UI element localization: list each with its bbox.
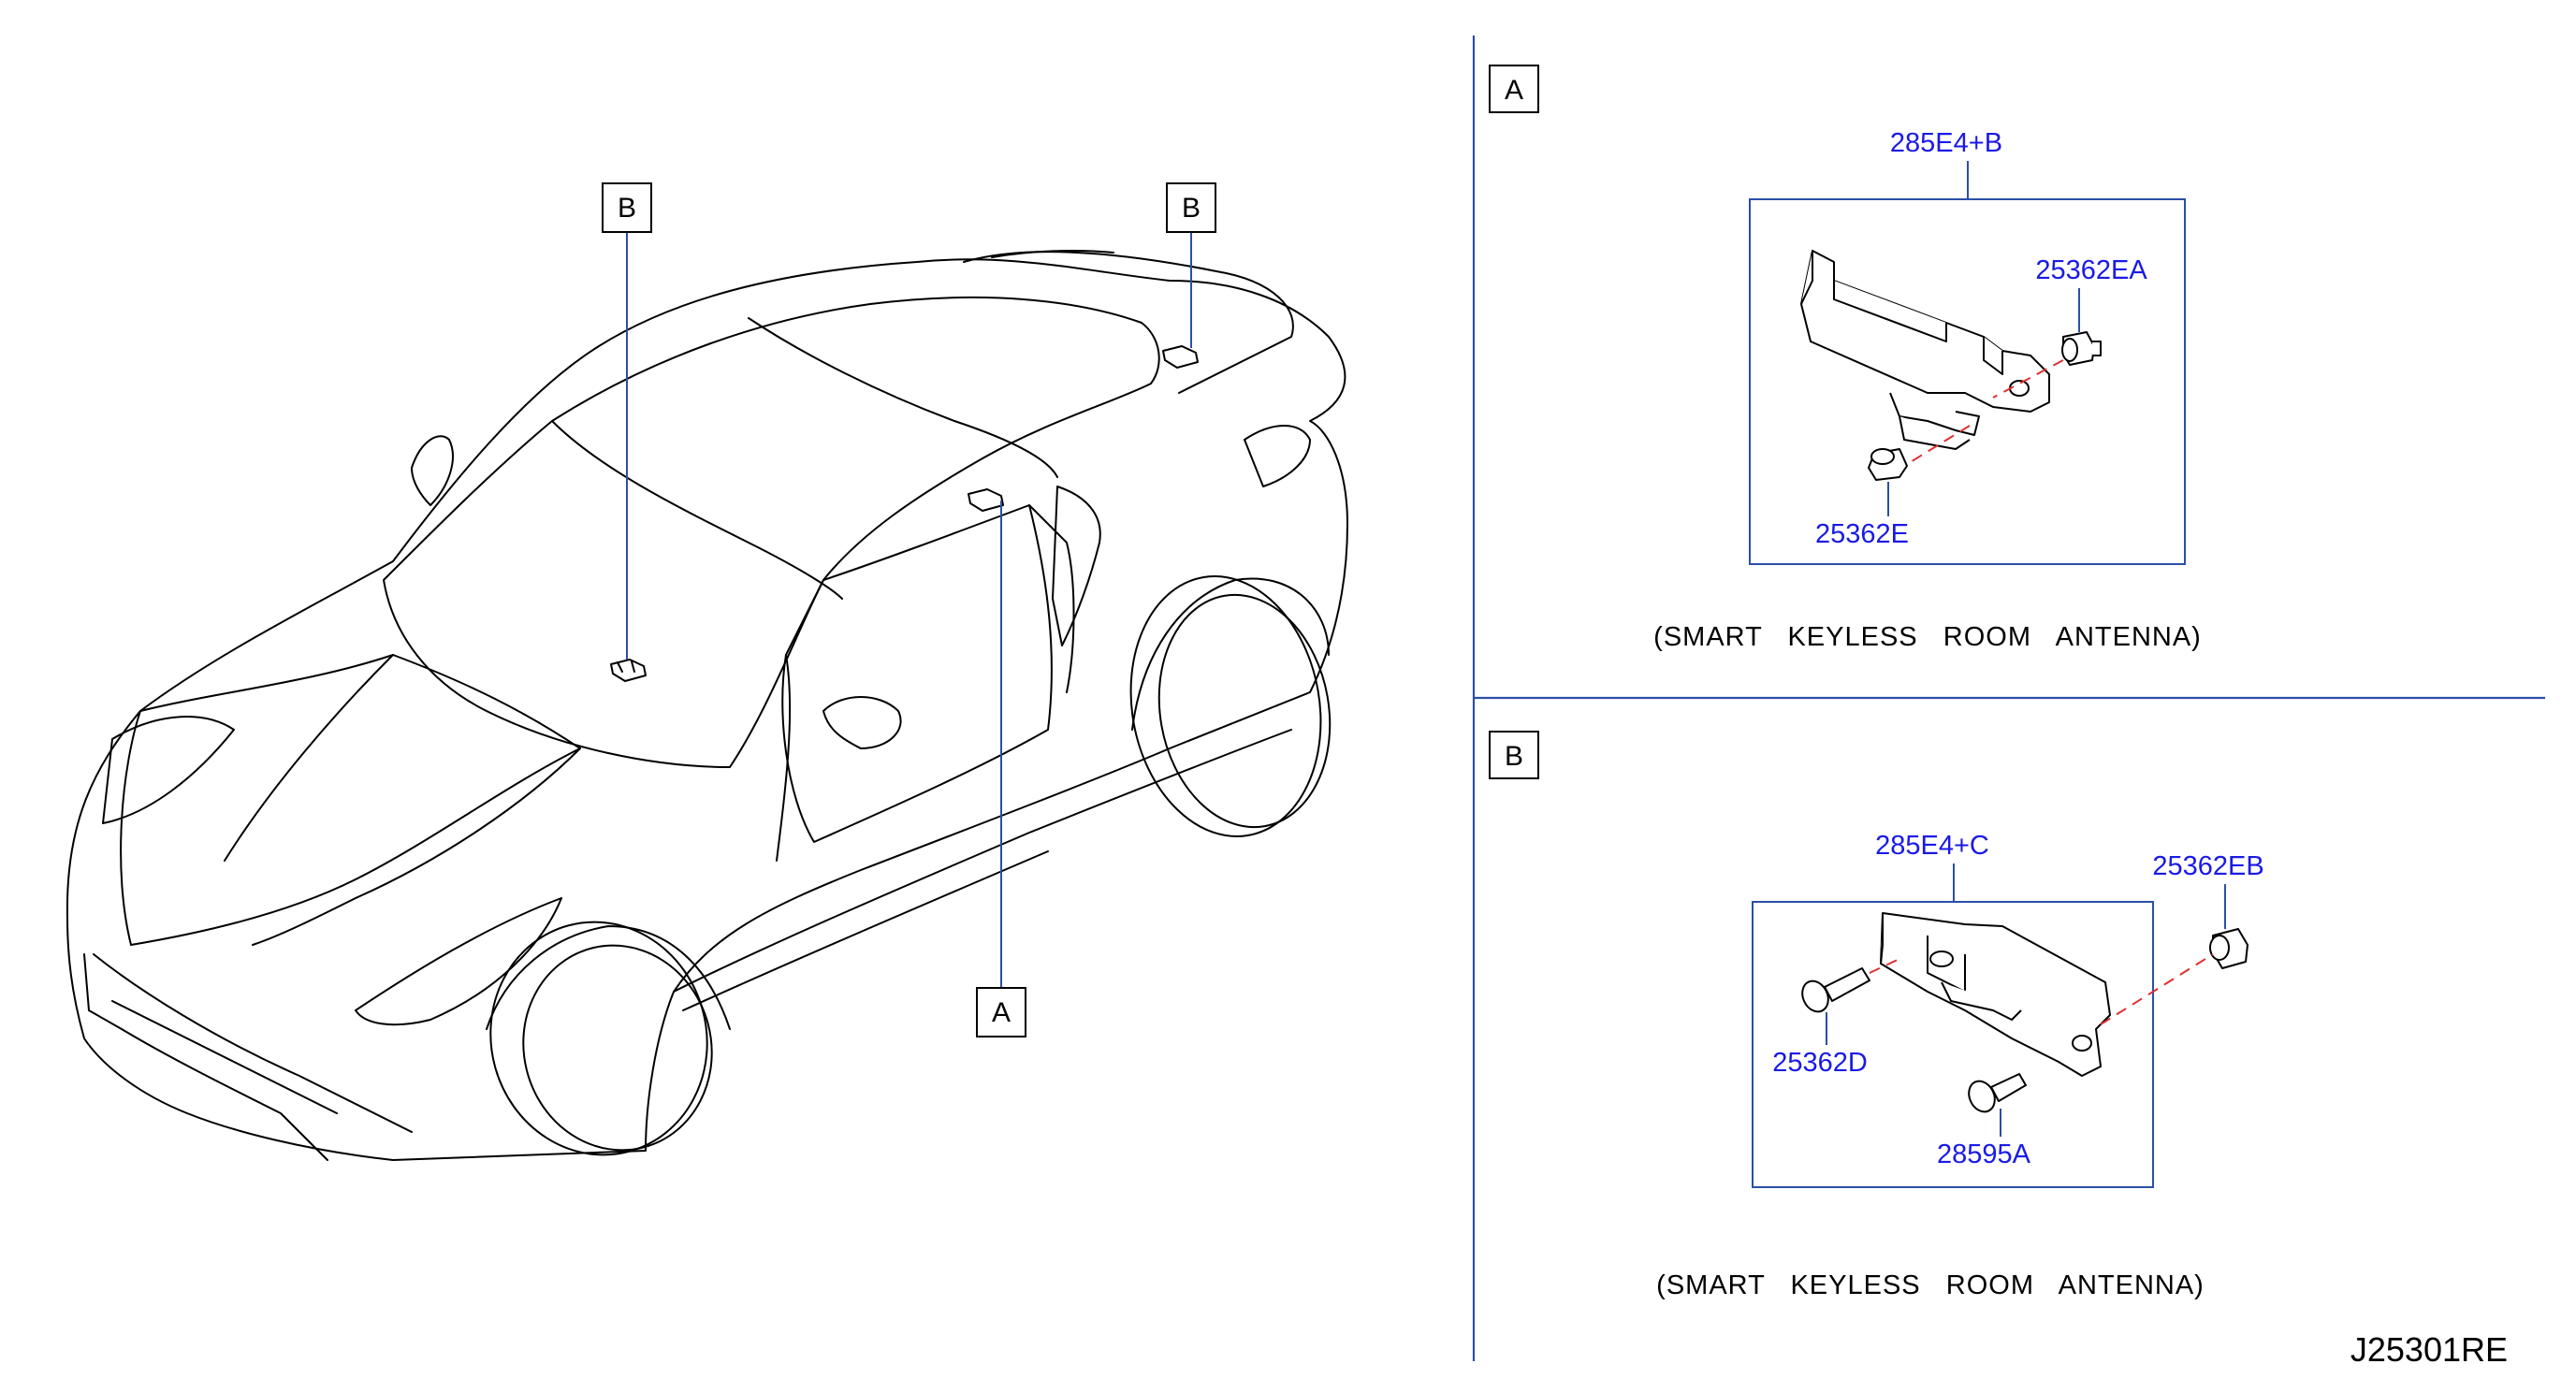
callout-label: B [618,193,636,224]
clip-25362ea [2061,331,2102,366]
svg-text:A: A [1505,75,1523,106]
section-label-b: B [1489,731,1539,779]
part-number-28595a[interactable]: 28595A [1937,1139,2031,1169]
section-label-a: A [1489,65,1539,113]
clip-25362eb [2209,928,2249,969]
part-number-25362d[interactable]: 25362D [1772,1048,1868,1078]
callout-label: B [1182,193,1201,224]
grommet-25362e [1868,448,1908,481]
part-number-285e4c[interactable]: 285E4+C [1875,831,1989,861]
callout-a[interactable]: A [976,987,1026,1037]
antenna-bracket-b [1880,912,2111,1077]
screw-25362d [1801,967,1870,1013]
caption-b: (SMART KEYLESS ROOM ANTENNA) [1656,1270,2205,1300]
caption-a: (SMART KEYLESS ROOM ANTENNA) [1653,622,2202,652]
car-illustration [65,249,1348,1161]
detail-b: B 285E4+C 25362EB [1489,731,2264,1300]
detail-b-frame [1752,901,2154,1188]
detail-a: A 285E4+B 25362EA 25362E [1489,65,2202,652]
callout-label: A [992,997,1011,1028]
antenna-bracket-a [1800,250,2050,450]
screw-28595a [1968,1073,2027,1113]
part-number-25362ea[interactable]: 25362EA [2035,255,2147,285]
part-number-25362e[interactable]: 25362E [1815,519,1909,549]
callout-b-right[interactable]: B [1166,182,1216,233]
detail-a-frame [1749,198,2186,565]
part-number-285e4b[interactable]: 285E4+B [1890,128,2002,158]
callout-b-left[interactable]: B [602,182,652,233]
part-number-25362eb[interactable]: 25362EB [2152,851,2263,881]
svg-text:B: B [1505,741,1523,772]
diagram-id: J25301RE [2350,1330,2508,1369]
